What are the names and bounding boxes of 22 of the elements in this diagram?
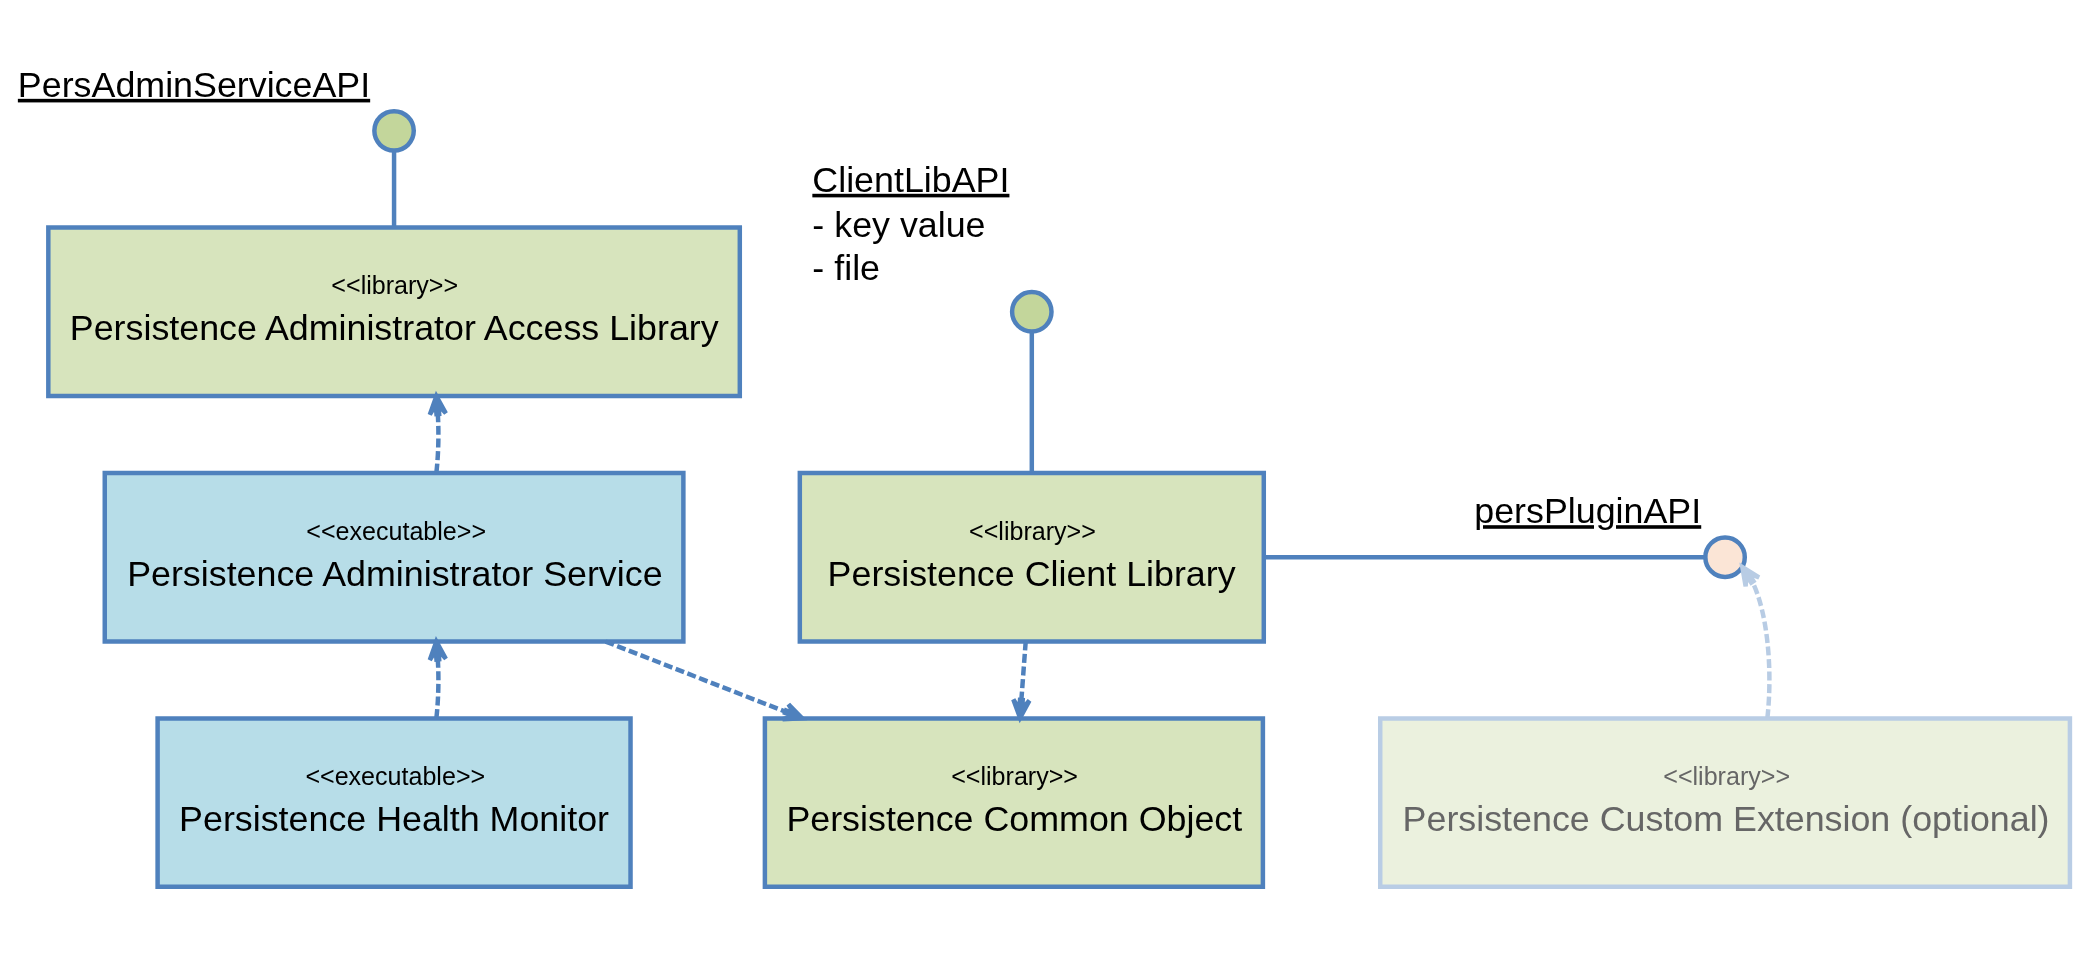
node-circle [1703, 534, 1747, 579]
node-box: <<library>> Persistence Client Library [797, 470, 1267, 644]
node-box: <<executable>> Persistence Administrator Service [102, 470, 686, 644]
node-circle [1009, 289, 1054, 334]
node-label: - file [812, 247, 881, 288]
node-box: <<executable>> Persistence Health Monitor [155, 715, 633, 889]
connector [1264, 554, 1706, 559]
arrow [427, 638, 449, 718]
arrow [427, 393, 449, 473]
node-box: <<library>> Persistence Common Object [762, 715, 1266, 889]
node-circle [372, 108, 416, 153]
connector [1029, 331, 1035, 473]
node-label: - key value [812, 204, 986, 245]
arrow [1740, 564, 1772, 718]
node-box: <<library>> Persistence Administrator Access Library [46, 224, 743, 398]
node-label: ClientLibAPI [812, 159, 1010, 200]
node-label: PersAdminServiceAPI [17, 64, 371, 105]
node-box: <<library>> Persistence Custom Extension (optional) [1378, 715, 2073, 889]
arrow [1011, 640, 1032, 720]
node-label: persPluginAPI [1474, 490, 1702, 531]
arrow [604, 638, 805, 721]
connector [391, 150, 397, 227]
